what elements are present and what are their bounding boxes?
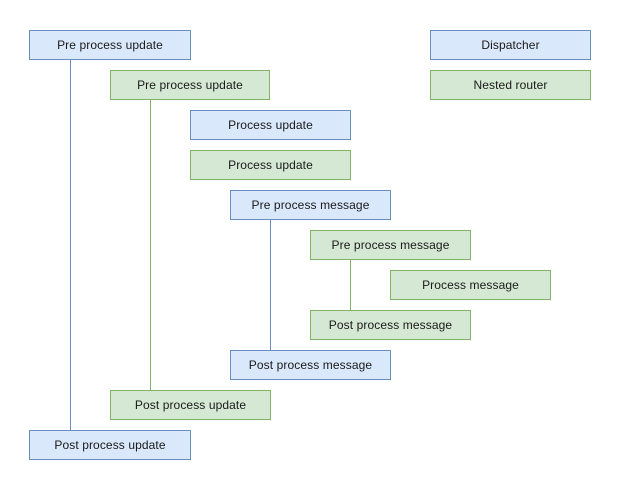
node-box-post-process-message-blue: Post process message [230, 350, 391, 380]
node-label: Dispatcher [481, 38, 540, 52]
node-label: Post process update [134, 398, 247, 412]
legend-box-dispatcher: Dispatcher [430, 30, 591, 60]
node-label: Post process update [54, 438, 166, 452]
connector-n2-to-n10 [150, 100, 151, 390]
node-box-pre-process-message-blue: Pre process message [230, 190, 391, 220]
node-label: Pre process message [331, 238, 450, 252]
connector-n5-to-n9 [270, 220, 271, 350]
connector-n6-to-n8 [350, 260, 351, 310]
node-box-pre-process-update-blue: Pre process update [29, 30, 191, 60]
node-box-post-process-update-green: Post process update [110, 390, 271, 420]
node-label: Nested router [473, 78, 548, 92]
node-label: Process update [228, 158, 313, 172]
node-label: Pre process update [137, 78, 243, 92]
node-label: Post process message [328, 318, 453, 332]
node-label: Pre process update [57, 38, 163, 52]
node-box-process-message-green: Process message [390, 270, 551, 300]
legend-box-nested-router: Nested router [430, 70, 591, 100]
node-box-pre-process-message-green: Pre process message [310, 230, 471, 260]
node-box-pre-process-update-green: Pre process update [110, 70, 270, 100]
node-label: Process update [228, 118, 313, 132]
node-box-process-update-blue: Process update [190, 110, 351, 140]
node-label: Pre process message [251, 198, 370, 212]
node-label: Process message [422, 278, 519, 292]
node-box-process-update-green: Process update [190, 150, 351, 180]
node-box-post-process-update-blue: Post process update [29, 430, 191, 460]
connector-n1-to-n11 [70, 60, 71, 430]
node-box-post-process-message-green: Post process message [310, 310, 471, 340]
node-label: Post process message [248, 358, 373, 372]
